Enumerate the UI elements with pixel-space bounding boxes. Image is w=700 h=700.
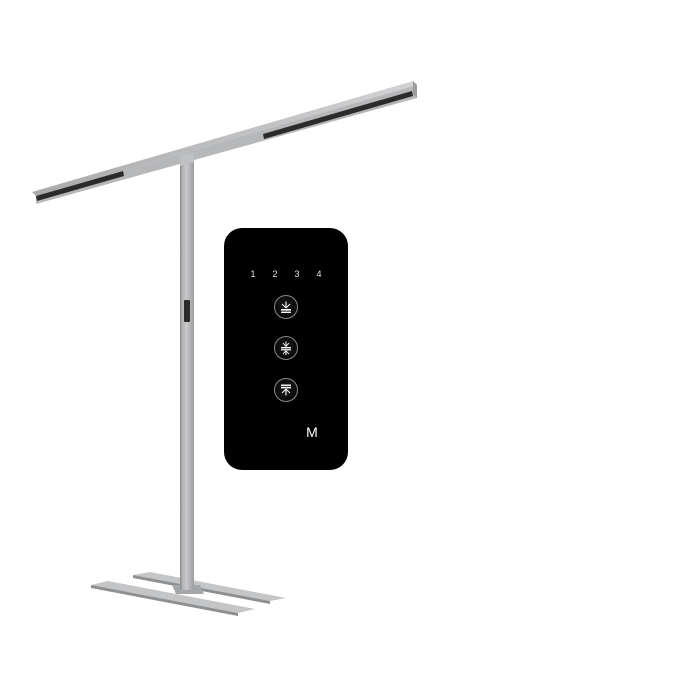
lamp-pole <box>180 158 194 590</box>
remote-control: 1 2 3 4 <box>224 228 348 470</box>
channel-3-label: 3 <box>294 269 300 279</box>
uplight-button[interactable] <box>274 378 298 402</box>
light-both-icon <box>281 341 291 355</box>
light-down-icon <box>281 301 291 313</box>
channel-4-label: 4 <box>316 269 322 279</box>
mode-button[interactable]: M <box>306 424 318 440</box>
led-strip-left <box>36 171 124 201</box>
downlight-button[interactable] <box>274 295 298 319</box>
up-down-light-button[interactable] <box>274 336 298 360</box>
channel-indicators: 1 2 3 4 <box>224 268 348 280</box>
channel-1-label: 1 <box>250 269 256 279</box>
channel-2-label: 2 <box>272 269 278 279</box>
light-up-icon <box>281 384 291 396</box>
lamp-joint <box>180 152 194 166</box>
lamp-base <box>91 572 286 616</box>
lamp-arm <box>32 81 417 204</box>
led-strip-right <box>263 91 413 139</box>
